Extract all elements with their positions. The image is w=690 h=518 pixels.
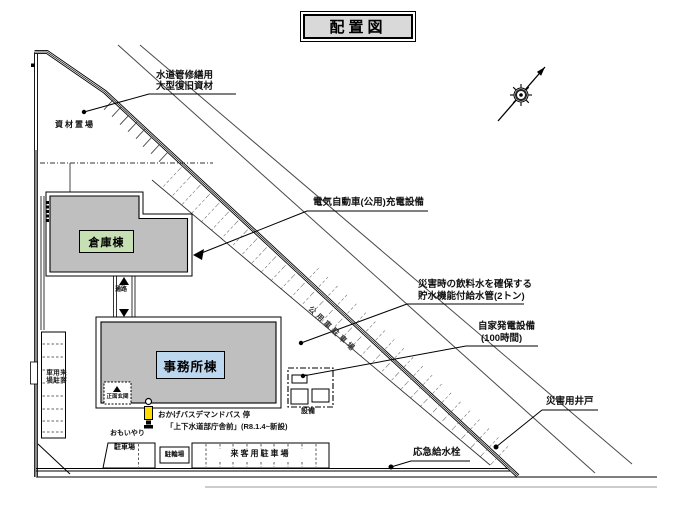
omoiyari-parking-label-line2: 駐車場 <box>114 444 135 451</box>
page-title: 配置図 <box>303 14 413 39</box>
annotation-generator-line2: (100時間) <box>481 333 523 344</box>
annotation-pipe-materials-line2: 大型復旧資材 <box>156 81 214 92</box>
annotation-generator-line1: 自家発電設備 <box>478 321 536 332</box>
site-fence <box>34 50 520 478</box>
left-parking-strip <box>37 331 71 475</box>
passage-up-arrow-icon <box>119 277 129 285</box>
bicycle-parking-label: 駐輪場 <box>164 451 185 458</box>
bicycle-parking-box <box>159 446 190 464</box>
material-yard-boundary <box>40 162 213 192</box>
bus-stop-text-line2: 「上下水道部庁舎前」(R8.1.4~新設) <box>166 422 288 431</box>
annotation-pipe-materials-line1: 水道管修繕用 <box>156 70 214 81</box>
annotation-ev-charging: 電気自動車(公用)充電設備 <box>313 197 424 208</box>
north-arrow-compass-icon <box>497 66 546 122</box>
equipment-label: 設備 <box>301 408 315 415</box>
omoiyari-parking-box <box>102 442 156 469</box>
title-box: 配置図 <box>300 11 416 42</box>
annotation-water-storage-line2: 貯水機能付給水管(2トン) <box>418 291 525 302</box>
passage-down-arrow-icon <box>119 309 129 317</box>
left-parking-label-col2: 用駐 <box>51 369 59 384</box>
bus-stop-text-line1: おかげバスデマンドバス 停 <box>158 410 251 419</box>
left-parking-label-col1: 車場 <box>44 369 52 384</box>
annotation-water-storage-line1: 災害時の飲料水を確保する <box>418 279 533 290</box>
public-parking-band <box>151 160 512 472</box>
passage-corridor <box>113 276 136 317</box>
main-entrance-box <box>103 381 132 405</box>
omoiyari-parking-label-line1: おもいやり <box>110 430 145 437</box>
equipment-yard <box>287 367 334 408</box>
visitor-parking-label: 来客用駐車場 <box>230 449 291 458</box>
site-boundary <box>30 52 514 477</box>
material-yard-hatching <box>103 99 169 163</box>
annotation-leaders <box>81 93 598 470</box>
main-entrance-label: 正面玄関 <box>106 394 129 400</box>
office-label: 事務所棟 <box>156 351 225 379</box>
bottom-parking-row <box>102 442 330 469</box>
road-edges <box>36 44 657 488</box>
annotation-emergency-tap: 応急給水栓 <box>413 447 461 458</box>
warehouse-label: 倉庫棟 <box>79 230 134 253</box>
entrance-arrow-icon <box>113 386 121 392</box>
wall-tick-marks <box>45 201 49 222</box>
annotation-disaster-well: 災害用井戸 <box>546 396 594 407</box>
left-parking-label-col3: 来客 <box>58 369 66 384</box>
material-yard-label: 資材置場 <box>55 120 95 129</box>
ev-leader-arrowhead <box>193 249 204 260</box>
bus-stop-sign-icon <box>144 397 153 429</box>
passage-label: 通路 <box>115 287 128 293</box>
